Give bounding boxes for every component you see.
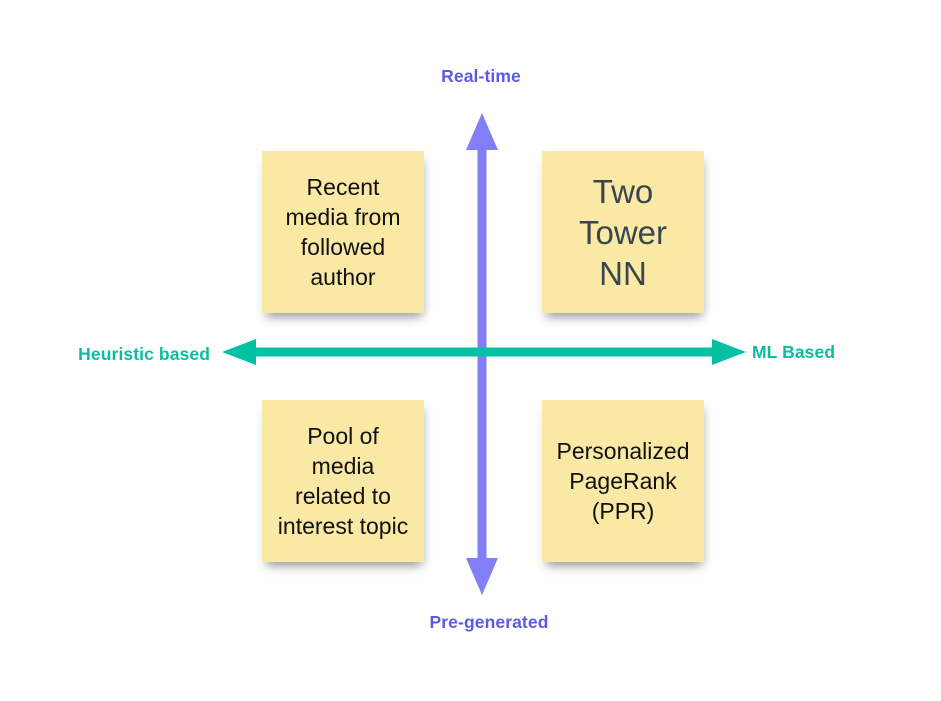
sticky-note-pool-of-media: Pool of media related to interest topic (262, 400, 424, 562)
sticky-note-text: Personalized PageRank (PPR) (556, 438, 690, 524)
axis-label-pre-generated: Pre-generated (429, 612, 549, 632)
arrowhead-right-icon (712, 339, 746, 365)
sticky-note-text: Recent media from followed author (285, 174, 401, 290)
sticky-note-two-tower-nn: Two Tower NN (542, 151, 704, 313)
arrowhead-down-icon (466, 558, 498, 595)
axis-label-heuristic-based: Heuristic based (78, 344, 210, 364)
sticky-note-text: Two Tower NN (578, 172, 668, 292)
sticky-note-recent-media: Recent media from followed author (262, 151, 424, 313)
arrowhead-left-icon (222, 339, 256, 365)
sticky-note-text: Pool of media related to interest topic (277, 423, 409, 539)
axis-label-ml-based: ML Based (752, 342, 836, 362)
axis-label-real-time: Real-time (441, 66, 521, 86)
horizontal-axis (222, 339, 746, 365)
arrowhead-up-icon (466, 113, 498, 150)
sticky-note-personalized-pagerank: Personalized PageRank (PPR) (542, 400, 704, 562)
